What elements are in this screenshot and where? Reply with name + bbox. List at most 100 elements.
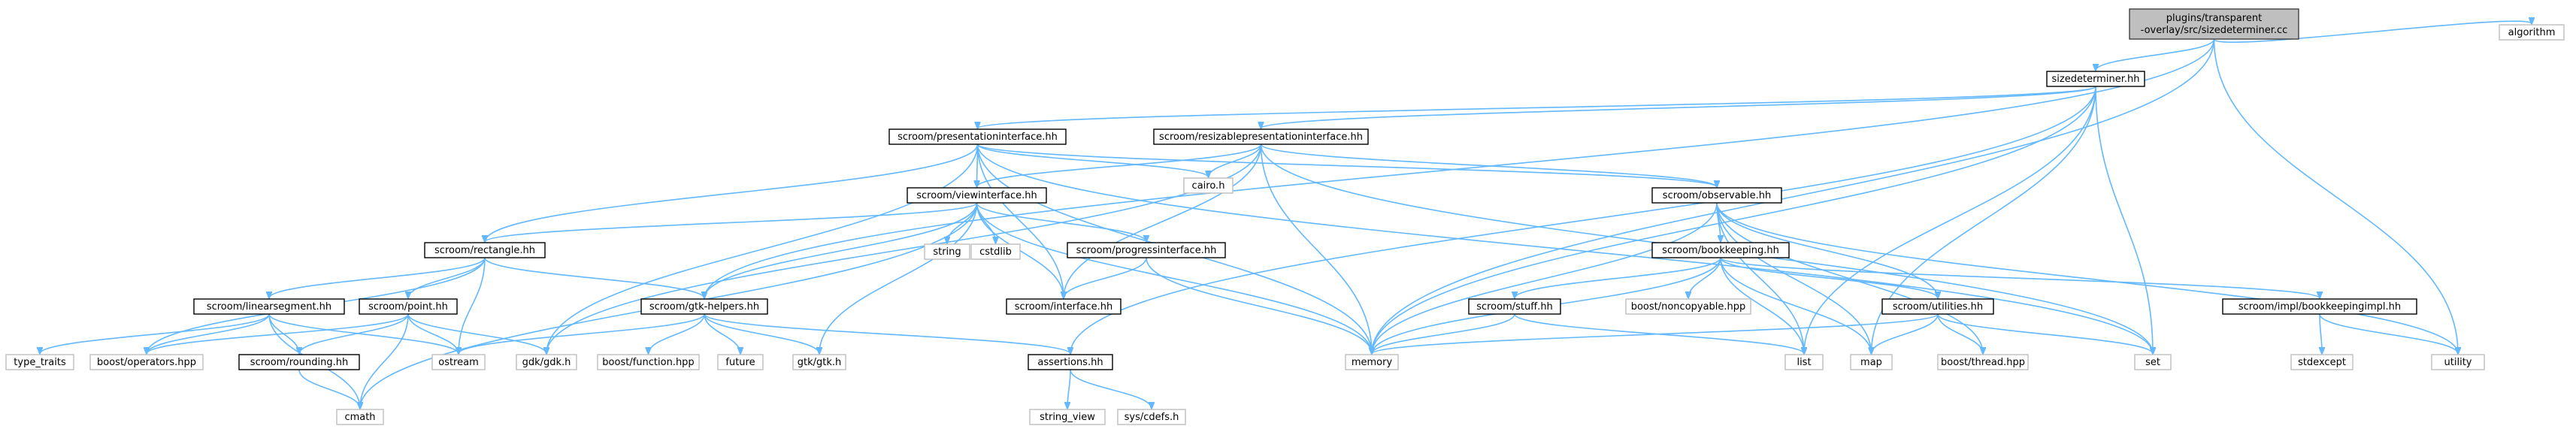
node-box-resizablepresentationinterface <box>1153 128 1369 145</box>
edge-point-to-cmath <box>360 313 409 409</box>
node-cmath: cmath <box>336 409 384 425</box>
node-box-cstdlib <box>970 243 1021 260</box>
edges-layer <box>40 21 2532 409</box>
edge-rectangle-to-gtkhelpers <box>484 257 704 298</box>
edge-presentationinterface-to-interface <box>976 143 1064 298</box>
edge-rectangle-to-point <box>408 257 486 298</box>
node-cairo: cairo.h <box>1183 177 1234 194</box>
node-box-function <box>597 354 700 370</box>
edge-bookkeeping-to-list <box>1720 257 1804 354</box>
node-box-gtkhelpers <box>640 298 768 315</box>
node-label-sizedeterminer: sizedeterminer.hh <box>2052 74 2140 85</box>
edge-utilities-to-thread <box>1937 313 1983 354</box>
node-label-root: plugins/transparent <box>2166 13 2262 24</box>
edge-viewinterface-to-gtk <box>819 202 978 354</box>
edge-gtkhelpers-to-ostream <box>459 313 705 354</box>
node-stuff[interactable]: scroom/stuff.hh <box>1468 298 1561 315</box>
node-box-sizedeterminer <box>2046 71 2145 87</box>
node-bookkeepingimpl[interactable]: scroom/impl/bookkeepingimpl.hh <box>2222 298 2417 315</box>
node-bookkeeping[interactable]: scroom/bookkeeping.hh <box>1651 242 1790 258</box>
node-utilities[interactable]: scroom/utilities.hh <box>1881 298 1994 315</box>
edge-rectangle-to-ostream <box>459 257 486 354</box>
edge-observable-to-memory <box>1372 202 1718 354</box>
node-box-bookkeeping <box>1651 242 1790 258</box>
node-box-utility <box>2431 354 2485 370</box>
edge-stuff-to-memory <box>1372 313 1515 354</box>
node-box-cdefs <box>1117 409 1186 425</box>
node-box-type_traits <box>5 354 74 370</box>
node-label-gdk: gdk/gdk.h <box>522 357 571 368</box>
node-box-algorithm <box>2499 24 2565 41</box>
edge-resizablepresentationinterface-to-cairo <box>1209 143 1262 177</box>
node-label-string: string <box>933 246 961 258</box>
node-label-linearsegment: scroom/linearsegment.hh <box>207 301 331 313</box>
node-interface[interactable]: scroom/interface.hh <box>1006 298 1122 315</box>
node-gtkhelpers[interactable]: scroom/gtk-helpers.hh <box>640 298 768 315</box>
edge-root-to-memory <box>1372 38 2215 354</box>
node-label-utility: utility <box>2444 357 2472 368</box>
edge-observable-to-utility <box>1716 202 2458 354</box>
node-sizedeterminer[interactable]: sizedeterminer.hh <box>2046 71 2145 87</box>
edge-observable-to-map <box>1716 202 1872 354</box>
edge-presentationinterface-to-rectangle <box>485 143 979 242</box>
edge-root-to-sizedeterminer <box>2096 38 2215 71</box>
node-box-set <box>2134 354 2172 370</box>
node-label-algorithm: algorithm <box>2508 27 2556 38</box>
node-observable[interactable]: scroom/observable.hh <box>1651 187 1782 204</box>
node-presentationinterface[interactable]: scroom/presentationinterface.hh <box>888 128 1067 145</box>
node-label-ostream: ostream <box>438 357 479 368</box>
node-box-noncopyable <box>1625 298 1751 315</box>
edge-assertions-to-string_view <box>1067 369 1071 409</box>
node-box-list <box>1784 354 1824 370</box>
node-noncopyable: boost/noncopyable.hpp <box>1625 298 1751 315</box>
node-box-string_view <box>1029 409 1106 425</box>
node-operators: boost/operators.hpp <box>89 354 204 370</box>
node-label-bookkeeping: scroom/bookkeeping.hh <box>1662 245 1779 256</box>
node-label-cmath: cmath <box>344 412 375 423</box>
node-box-assertions <box>1028 354 1113 370</box>
edge-assertions-to-cdefs <box>1070 369 1152 409</box>
node-label-rectangle: scroom/rectangle.hh <box>434 245 535 256</box>
edge-progressinterface-to-memory <box>1146 257 1372 354</box>
edge-resizablepresentationinterface-to-viewinterface <box>977 143 1262 187</box>
node-point[interactable]: scroom/point.hh <box>359 298 458 315</box>
node-assertions[interactable]: assertions.hh <box>1028 354 1113 370</box>
node-label-progressinterface: scroom/progressinterface.hh <box>1076 245 1217 256</box>
node-box-rounding <box>238 354 360 370</box>
node-list: list <box>1784 354 1824 370</box>
node-label-viewinterface: scroom/viewinterface.hh <box>916 190 1037 201</box>
edge-utilities-to-map <box>1872 313 1939 354</box>
node-label-cdefs: sys/cdefs.h <box>1125 412 1179 423</box>
edge-utilities-to-set <box>1937 313 2153 354</box>
node-progressinterface[interactable]: scroom/progressinterface.hh <box>1067 242 1226 258</box>
edge-sizedeterminer-to-set <box>2095 86 2153 354</box>
node-label-type_traits: type_traits <box>14 357 66 368</box>
node-box-rectangle <box>424 242 546 258</box>
node-box-cairo <box>1183 177 1234 194</box>
node-function: boost/function.hpp <box>597 354 700 370</box>
edge-resizablepresentationinterface-to-interface <box>1064 143 1262 298</box>
node-gdk: gdk/gdk.h <box>516 354 577 370</box>
node-cstdlib: cstdlib <box>970 243 1021 260</box>
node-linearsegment[interactable]: scroom/linearsegment.hh <box>193 298 345 315</box>
edge-resizablepresentationinterface-to-observable <box>1260 143 1718 187</box>
node-box-string <box>924 243 970 260</box>
edge-gtkhelpers-to-assertions <box>704 313 1070 354</box>
edge-gtkhelpers-to-future <box>704 313 740 354</box>
node-label-bookkeepingimpl: scroom/impl/bookkeepingimpl.hh <box>2238 301 2401 313</box>
node-resizablepresentationinterface[interactable]: scroom/resizablepresentationinterface.hh <box>1153 128 1369 145</box>
nodes-layer: plugins/transparent-overlay/src/sizedete… <box>5 8 2565 425</box>
node-box-linearsegment <box>193 298 345 315</box>
node-box-gdk <box>516 354 577 370</box>
node-box-observable <box>1651 187 1782 204</box>
node-rounding[interactable]: scroom/rounding.hh <box>238 354 360 370</box>
edge-bookkeeping-to-bookkeepingimpl <box>1720 257 2320 298</box>
node-root: plugins/transparent-overlay/src/sizedete… <box>2129 8 2299 40</box>
node-box-presentationinterface <box>888 128 1067 145</box>
node-viewinterface[interactable]: scroom/viewinterface.hh <box>907 187 1047 204</box>
node-label-presentationinterface: scroom/presentationinterface.hh <box>898 131 1058 143</box>
node-set: set <box>2134 354 2172 370</box>
node-label-thread: boost/thread.hpp <box>1941 357 2025 368</box>
edge-bookkeepingimpl-to-utility <box>2319 313 2458 354</box>
node-rectangle[interactable]: scroom/rectangle.hh <box>424 242 546 258</box>
